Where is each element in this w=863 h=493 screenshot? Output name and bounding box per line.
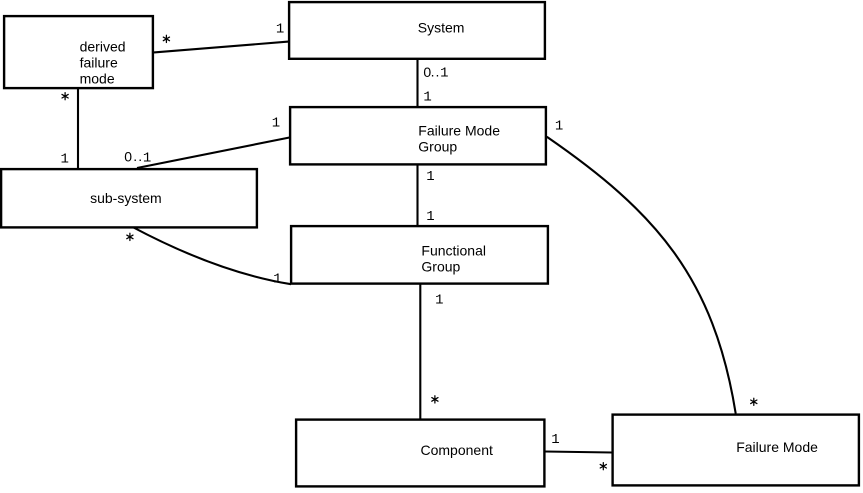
svg-text:Component: Component — [421, 442, 493, 458]
svg-text:System: System — [418, 19, 465, 35]
svg-text:derived: derived — [80, 38, 126, 54]
svg-text:sub-system: sub-system — [90, 190, 162, 206]
svg-text:0: 0 — [124, 149, 132, 165]
svg-text:1: 1 — [272, 116, 280, 132]
svg-text:0: 0 — [423, 64, 431, 80]
svg-text:.: . — [138, 148, 142, 164]
svg-text:Failure Mode: Failure Mode — [736, 439, 818, 455]
svg-text:1: 1 — [555, 118, 563, 134]
svg-text:1: 1 — [551, 432, 559, 448]
svg-text:Functional: Functional — [421, 242, 486, 258]
svg-text:.: . — [133, 148, 137, 164]
svg-text:mode: mode — [80, 70, 115, 86]
svg-text:1: 1 — [61, 152, 69, 168]
svg-text:1: 1 — [143, 151, 151, 167]
svg-text:1: 1 — [435, 292, 443, 308]
svg-text:failure: failure — [80, 54, 118, 70]
svg-text:Group: Group — [418, 139, 457, 155]
svg-text:1: 1 — [423, 90, 431, 106]
svg-text:1: 1 — [276, 21, 284, 37]
svg-text:.: . — [436, 64, 440, 80]
svg-text:1: 1 — [273, 272, 281, 288]
svg-text:Failure Mode: Failure Mode — [418, 123, 500, 139]
svg-text:1: 1 — [426, 209, 434, 225]
svg-text:1: 1 — [440, 66, 448, 82]
svg-text:Group: Group — [421, 259, 460, 275]
svg-text:.: . — [431, 64, 435, 80]
svg-text:1: 1 — [426, 169, 434, 185]
